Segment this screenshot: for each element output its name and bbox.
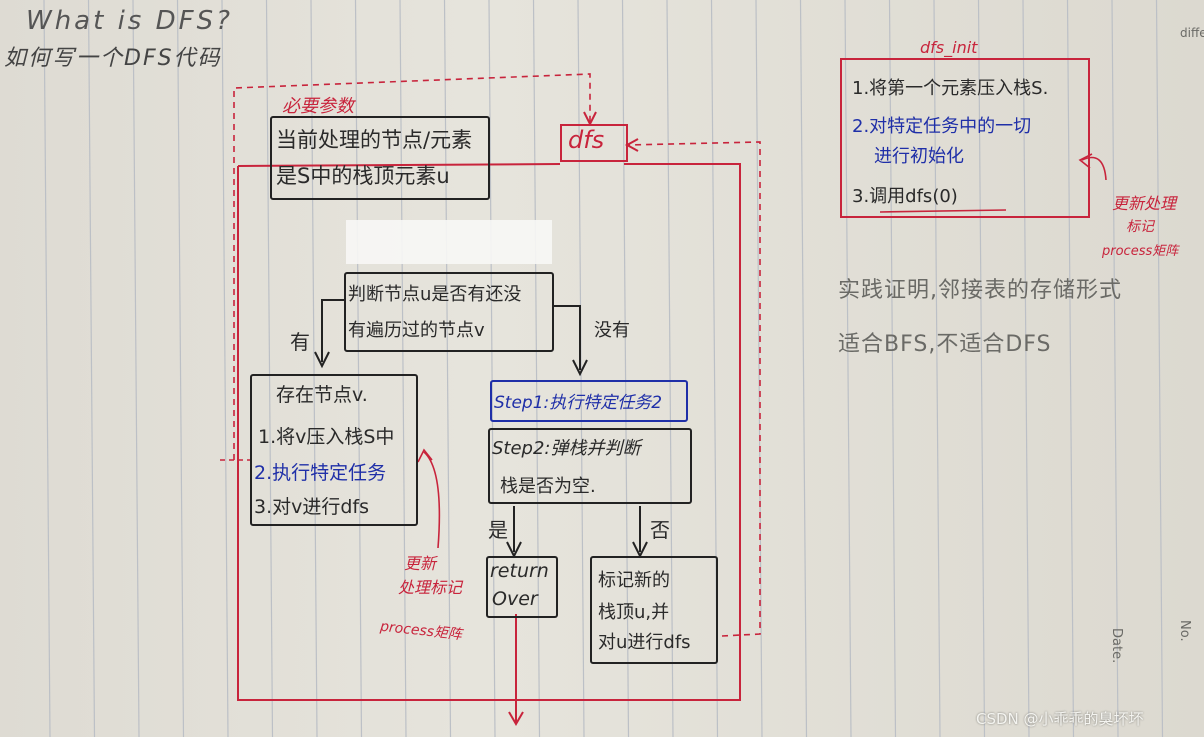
ruled-line	[621, 0, 630, 737]
red-frame-top-left	[237, 163, 561, 167]
ruled-line	[977, 0, 986, 737]
update-note-right-2: 标记	[1126, 219, 1154, 235]
decision-box	[344, 272, 554, 352]
ruled-line	[1066, 0, 1075, 737]
mark-line-3: 对u进行dfs	[598, 632, 691, 653]
dfs-init-item-3: 3.调用dfs(0)	[852, 186, 958, 207]
ruled-line	[1111, 0, 1119, 737]
ruled-line	[1155, 0, 1164, 737]
dfs-node-box	[560, 124, 628, 162]
exists-node-line-3: 2.执行特定任务	[254, 462, 387, 484]
ruled-line	[1022, 0, 1030, 737]
mark-new-top-box	[590, 556, 718, 664]
update-note-right-1: 更新处理	[1112, 194, 1177, 213]
decision-to-right-head	[572, 359, 588, 377]
dfs-init-box	[840, 58, 1090, 218]
step2-box	[488, 428, 692, 504]
ruled-line	[43, 0, 51, 737]
ruled-line	[666, 0, 674, 737]
params-box	[270, 116, 490, 200]
red-dashed-top	[233, 73, 591, 460]
ruled-line	[844, 0, 852, 737]
side-note-line-2: 适合BFS,不适合DFS	[838, 332, 1052, 357]
dfs-init-item-1: 1.将第一个元素压入栈S.	[852, 78, 1049, 99]
decision-no-label: 没有	[594, 320, 630, 341]
red-update-arrow-left	[417, 448, 433, 463]
ruled-line	[532, 0, 541, 737]
dfs-init-item-2a: 2.对特定任务中的一切	[852, 116, 1032, 137]
params-label: 必要参数	[282, 96, 354, 117]
step1-text: Step1:执行特定任务2	[494, 393, 663, 413]
ruled-line	[933, 0, 941, 737]
update-note-left-1: 更新	[404, 554, 437, 573]
return-line-2: Over	[492, 588, 538, 610]
update-note-left-2: 处理标记	[398, 578, 463, 597]
dfs-init-item-2b: 进行初始化	[874, 146, 964, 167]
decision-to-right	[552, 305, 581, 370]
return-line-1: return	[490, 560, 549, 582]
branch-no-label: 否	[650, 518, 670, 542]
step2-line-2: 栈是否为空.	[500, 476, 596, 497]
ruled-line	[399, 0, 407, 737]
red-underline-item3	[879, 209, 1007, 213]
decision-line-1: 判断节点u是否有还没	[348, 284, 522, 305]
ruled-line	[755, 0, 763, 737]
decision-to-left-head	[314, 351, 330, 369]
blank-strip	[346, 220, 552, 264]
decision-yes-label: 有	[290, 330, 310, 354]
red-init-brace	[1081, 156, 1107, 181]
exists-node-line-1: 存在节点v.	[276, 384, 368, 406]
page-title: What is DFS?	[26, 6, 233, 36]
branch-yes-label: 是	[488, 518, 508, 542]
margin-text-top-right: diffe	[1180, 26, 1204, 40]
dfs-init-title: dfs_init	[920, 38, 978, 57]
step1-box	[490, 380, 688, 422]
exists-node-line-2: 1.将v压入栈S中	[258, 426, 395, 448]
csdn-watermark: CSDN @小乖乖的臭坏坏	[976, 710, 1144, 728]
ruled-line	[310, 0, 318, 737]
decision-line-2: 有遍历过的节点v	[348, 320, 485, 341]
ruled-line	[354, 0, 363, 737]
red-dashed-right	[627, 141, 761, 637]
ruled-line	[87, 0, 96, 737]
ruled-line	[221, 0, 229, 737]
dfs-node-label: dfs	[568, 126, 605, 154]
update-note-right-3: process矩阵	[1102, 244, 1179, 259]
page-subtitle: 如何写一个DFS代码	[4, 46, 222, 71]
ruled-line	[799, 0, 808, 737]
exists-node-line-4: 3.对v进行dfs	[254, 496, 370, 518]
step2-line-1: Step2:弹栈并判断	[492, 438, 641, 459]
ruled-line	[176, 0, 185, 737]
mark-line-1: 标记新的	[598, 570, 670, 591]
red-arrow-head-exit	[508, 711, 524, 726]
ruled-line	[443, 0, 452, 737]
red-update-curve-left	[423, 451, 441, 549]
ruled-line	[488, 0, 496, 737]
ruled-line	[265, 0, 274, 737]
red-main-frame	[237, 163, 741, 701]
decision-to-left	[321, 299, 346, 362]
params-line-1: 当前处理的节点/元素	[276, 128, 473, 152]
mark-line-2: 栈顶u,并	[598, 602, 670, 623]
return-box	[486, 556, 558, 618]
params-line-2: 是S中的栈顶元素u	[276, 164, 450, 188]
exists-node-box	[250, 374, 418, 526]
side-note-line-1: 实践证明,邻接表的存储形式	[838, 278, 1122, 303]
ruled-line	[132, 0, 140, 737]
ruled-line	[888, 0, 897, 737]
